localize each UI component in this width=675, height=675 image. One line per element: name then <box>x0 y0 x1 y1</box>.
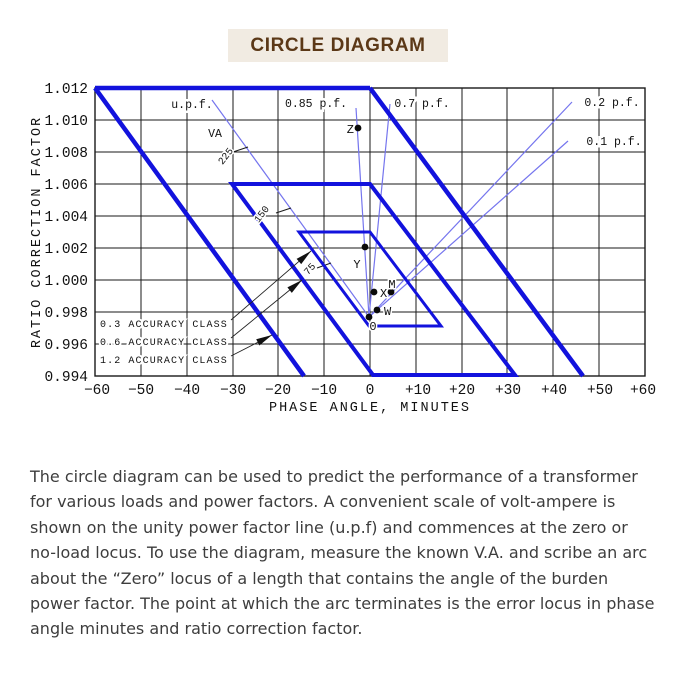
pf-02-label: 0.2 p.f. <box>584 97 639 110</box>
upf-label: u.p.f. <box>171 99 212 112</box>
circle-diagram-chart: u.p.f. VA 0.85 p.f. 0.7 p.f. 0.2 p.f. 0.… <box>30 82 656 416</box>
pf-01-label: 0.1 p.f. <box>586 136 641 149</box>
power-factor-lines <box>211 99 573 318</box>
x-axis-ticks: −60 −50 −40 −30 −20 −10 0 +10 +20 +30 +4… <box>84 383 656 399</box>
description-line: for various loads and power factors. A c… <box>30 492 616 512</box>
x-tick: −30 <box>220 383 246 399</box>
parallelogram-1-2-class <box>93 85 585 378</box>
point-w-dot <box>373 306 381 314</box>
pf-07-line <box>368 103 391 318</box>
accuracy-parallelograms <box>93 85 585 378</box>
point-m-dot <box>387 288 395 296</box>
description-line: about the “Zero” locus of a length that … <box>30 568 609 588</box>
description-line: shown on the unity power factor line (u.… <box>30 517 628 537</box>
x-tick: +40 <box>541 383 567 399</box>
x-tick: +20 <box>449 383 475 399</box>
va-label: VA <box>208 128 222 141</box>
pf-07-label: 0.7 p.f. <box>394 98 449 111</box>
x-tick: −60 <box>84 383 110 399</box>
point-w-label: W <box>384 305 392 319</box>
va-mark-75: 75 <box>303 262 319 278</box>
y-tick: 0.994 <box>44 370 88 386</box>
y-axis-title: RATIO CORRECTION FACTOR <box>30 116 45 348</box>
va-mark-150: 150 <box>253 205 273 226</box>
x-tick: −40 <box>174 383 200 399</box>
point-y-label: Y <box>353 258 360 272</box>
y-tick: 1.008 <box>44 146 88 162</box>
y-tick: 1.006 <box>44 178 88 194</box>
parallelogram-0-6-class <box>228 182 520 377</box>
y-tick: 1.002 <box>44 242 88 258</box>
x-axis-title: PHASE ANGLE, MINUTES <box>269 401 471 416</box>
description-line: no-load locus. To use the diagram, measu… <box>30 543 648 563</box>
point-z-dot <box>354 124 362 132</box>
x-tick: −10 <box>311 383 337 399</box>
accuracy-0-6-label: 0.6 ACCURACY CLASS <box>100 338 228 349</box>
y-tick: 1.010 <box>44 114 88 130</box>
point-m-label: M <box>388 278 395 292</box>
x-tick: −20 <box>265 383 291 399</box>
description-line: The circle diagram can be used to predic… <box>30 467 638 486</box>
arrowhead-0-6 <box>287 280 302 293</box>
point-x-dot <box>370 288 378 296</box>
accuracy-class-labels: 0.3 ACCURACY CLASS 0.6 ACCURACY CLASS 1.… <box>98 318 229 369</box>
y-tick: 1.012 <box>44 82 88 98</box>
accuracy-arrows <box>230 250 312 357</box>
x-tick: +50 <box>587 383 613 399</box>
description-line: angle minutes and ratio correction facto… <box>30 619 363 639</box>
zero-locus-dot <box>365 313 373 321</box>
y-tick: 0.996 <box>44 338 88 354</box>
x-tick: −50 <box>128 383 154 399</box>
arrowhead-0-3 <box>296 251 311 265</box>
y-tick: 1.004 <box>44 210 88 226</box>
description-line: power factor. The point at which the arc… <box>30 594 655 614</box>
x-tick: +60 <box>630 383 656 399</box>
y-tick: 1.000 <box>44 274 88 290</box>
arrowhead-1-2 <box>256 335 272 346</box>
pf-085-line <box>355 107 370 318</box>
va-mark-225: 225 <box>217 147 237 168</box>
point-labels: Z Y X M W 0 <box>345 122 397 336</box>
pf-085-label: 0.85 p.f. <box>285 98 347 111</box>
pf-01-line <box>368 140 569 318</box>
error-locus-dots <box>354 124 395 321</box>
y-tick: 0.998 <box>44 306 88 322</box>
page-title: CIRCLE DIAGRAM <box>250 34 426 56</box>
parallelogram-0-3-class <box>296 230 445 328</box>
accuracy-1-2-label: 1.2 ACCURACY CLASS <box>100 356 228 367</box>
x-tick: 0 <box>366 383 375 399</box>
zero-locus-label: 0 <box>369 320 376 334</box>
point-y-dot <box>361 243 369 251</box>
point-z-label: Z <box>347 123 354 137</box>
x-tick: +30 <box>495 383 521 399</box>
y-axis-ticks: 1.012 1.010 1.008 1.006 1.004 1.002 1.00… <box>44 82 88 386</box>
pf-02-line <box>368 101 573 318</box>
accuracy-0-3-label: 0.3 ACCURACY CLASS <box>100 320 228 331</box>
point-x-label: X <box>380 287 387 301</box>
title-band: CIRCLE DIAGRAM <box>228 29 448 62</box>
description-paragraph: The circle diagram can be used to predic… <box>30 464 660 642</box>
x-tick: +10 <box>405 383 431 399</box>
